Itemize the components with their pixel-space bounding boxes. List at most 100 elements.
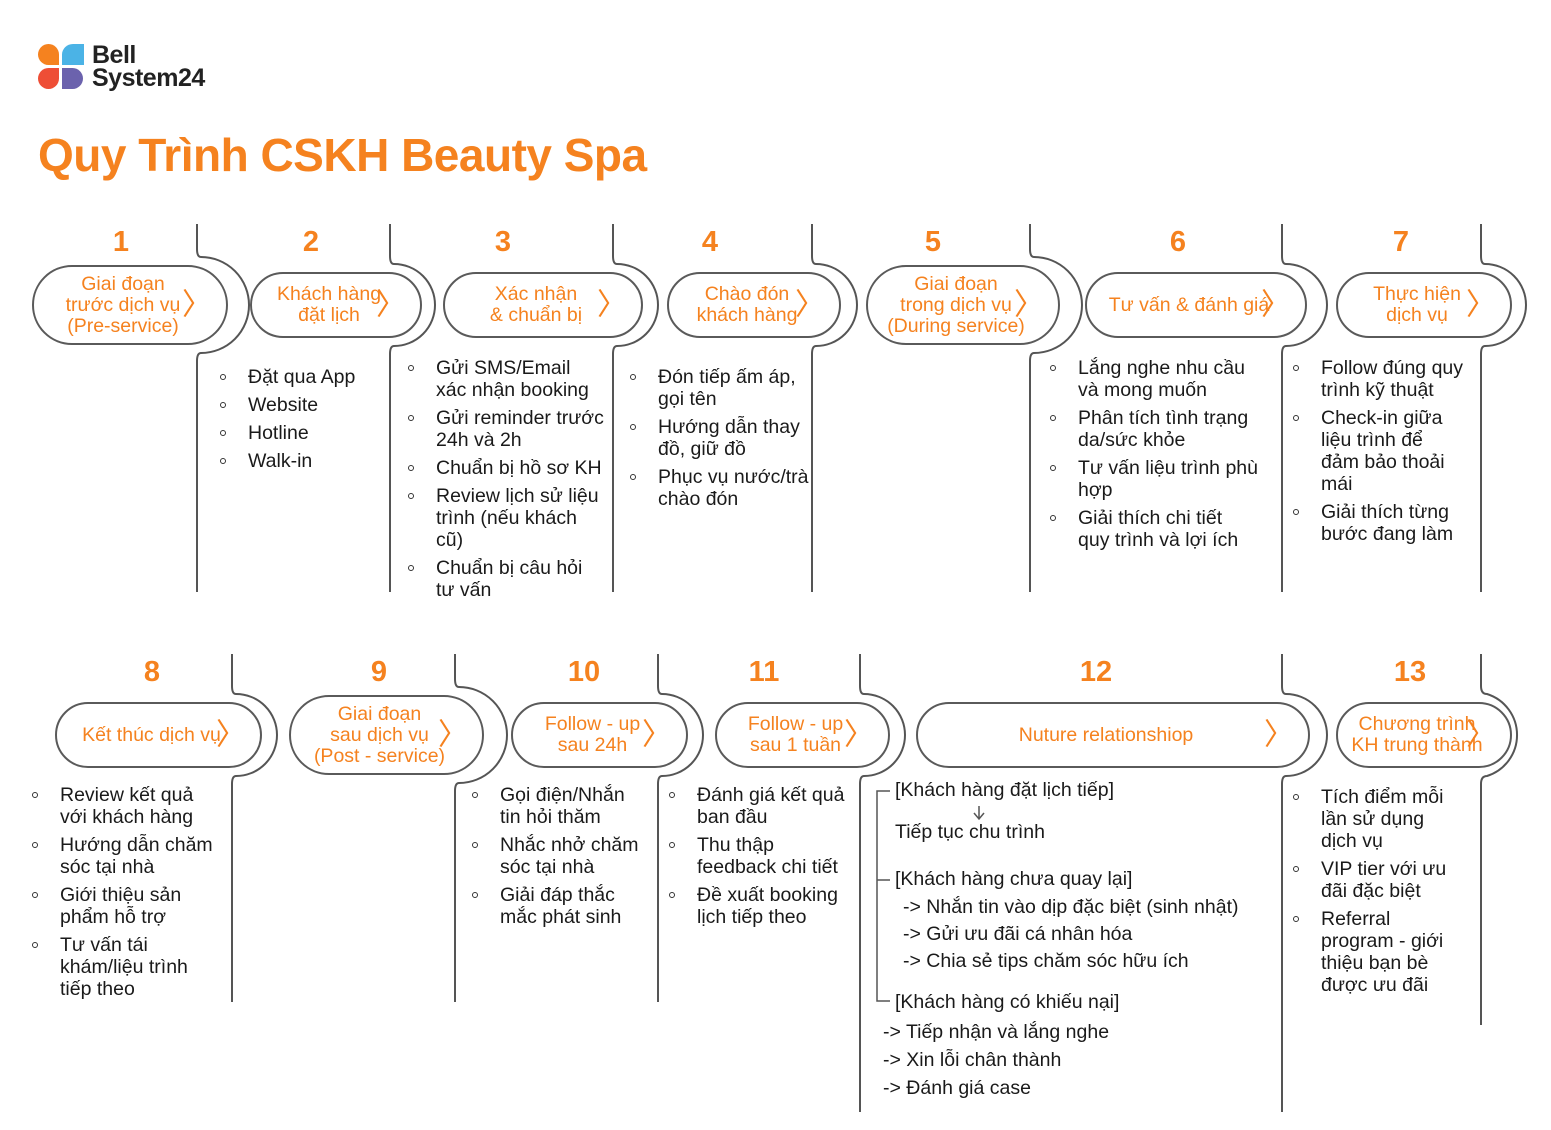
chevron-right-icon: 〉	[795, 288, 825, 322]
step-pill[interactable]: Nuture relationshiop〉	[916, 702, 1310, 768]
list-item: Giải thích chi tiết quy trình và lợi ích	[1050, 507, 1258, 551]
separator-line	[811, 224, 858, 592]
step-label: Giai đoạn trong dịch vụ (During service)	[887, 272, 1025, 337]
step-pill[interactable]: Khách hàng đặt lịch〉	[250, 272, 422, 338]
step-pill[interactable]: Chương trình KH trung thành〉	[1336, 702, 1512, 768]
step-number: 7	[1392, 226, 1410, 258]
list-item: Gọi điện/Nhắn tin hỏi thăm	[472, 784, 639, 828]
list-item: Check-in giữa liệu trình để đảm bảo thoả…	[1293, 407, 1463, 495]
list-item: Follow đúng quy trình kỹ thuật	[1293, 357, 1463, 401]
branch-item: -> Chia sẻ tips chăm sóc hữu ích	[903, 950, 1189, 972]
step-number: 2	[302, 226, 320, 258]
step-label: Khách hàng đặt lịch	[276, 283, 382, 326]
chevron-right-icon: 〉	[597, 288, 627, 322]
step-number: 13	[1393, 656, 1427, 688]
separator-line	[1480, 654, 1519, 1025]
branch-item: -> Nhắn tin vào dịp đặc biệt (sinh nhật)	[903, 896, 1239, 918]
list-item: Thu thập feedback chi tiết	[669, 834, 844, 878]
chevron-right-icon: 〉	[376, 288, 406, 322]
separator-line	[389, 224, 436, 592]
step-label: Nuture relationshiop	[1018, 723, 1194, 746]
separator-line	[231, 654, 278, 1002]
list-item: Referral program - giới thiệu bạn bè đượ…	[1293, 908, 1446, 996]
step-pill[interactable]: Follow - up sau 24h〉	[511, 702, 688, 768]
chevron-right-icon: 〉	[438, 718, 468, 752]
step-pill[interactable]: Chào đón khách hàng〉	[667, 272, 841, 338]
step-label: Kết thúc dịch vụ	[82, 723, 221, 746]
list-item: Chuẩn bị câu hỏi tư vấn	[408, 557, 604, 601]
list-item: Hướng dẫn thay đồ, giữ đồ	[630, 416, 809, 460]
step-pill[interactable]: Kết thúc dịch vụ〉	[55, 702, 262, 768]
branch-not-returned: [Khách hàng chưa quay lại]	[895, 868, 1133, 890]
step-label: Follow - up sau 1 tuần	[747, 713, 844, 756]
step-number: 12	[1079, 656, 1113, 688]
logo-line1: Bell	[92, 41, 136, 69]
chevron-right-icon: 〉	[1014, 288, 1044, 322]
chevron-right-icon: 〉	[216, 718, 246, 752]
list-item: Phục vụ nước/trà chào đón	[630, 466, 809, 510]
branch-item: -> Đánh giá case	[883, 1077, 1031, 1099]
chevron-right-icon: 〉	[1466, 288, 1496, 322]
list-item: Tư vấn liệu trình phù hợp	[1050, 457, 1258, 501]
list-item: Giới thiệu sản phẩm hỗ trợ	[32, 884, 213, 928]
step-label: Giai đoạn sau dịch vụ (Post - service)	[313, 702, 446, 767]
separator-line	[1281, 224, 1328, 592]
step-pill[interactable]: Thực hiện dịch vụ〉	[1336, 272, 1512, 338]
step-label: Xác nhận & chuẩn bị	[489, 283, 583, 326]
step-label: Thực hiện dịch vụ	[1373, 283, 1461, 326]
list-item: Nhắc nhở chăm sóc tại nhà	[472, 834, 639, 878]
chevron-right-icon: 〉	[182, 288, 212, 322]
step-label: Follow - up sau 24h	[544, 713, 641, 756]
separator-line	[196, 224, 250, 592]
list-item: Tư vấn tái khám/liệu trình tiếp theo	[32, 934, 213, 1000]
step-pill[interactable]: Giai đoạn trước dịch vụ (Pre-service)〉	[32, 265, 228, 345]
branch-item: -> Tiếp nhận và lắng nghe	[883, 1021, 1110, 1043]
logo-mark-icon	[38, 44, 84, 90]
list-item: Review lịch sử liệu trình (nếu khách cũ)	[408, 485, 604, 551]
logo-line2: System24	[92, 64, 205, 92]
step-pill[interactable]: Giai đoạn sau dịch vụ (Post - service)〉	[289, 695, 484, 775]
list-item: Review kết quả với khách hàng	[32, 784, 213, 828]
separator-line	[612, 224, 659, 592]
list-item: Đón tiếp ấm áp, gọi tên	[630, 366, 809, 410]
list-item: Gửi SMS/Email xác nhận booking	[408, 357, 604, 401]
chevron-right-icon: 〉	[1261, 288, 1291, 322]
step-pill[interactable]: Giai đoạn trong dịch vụ (During service)…	[866, 265, 1060, 345]
list-item: Đề xuất booking lịch tiếp theo	[669, 884, 844, 928]
step-pill[interactable]: Follow - up sau 1 tuần〉	[715, 702, 890, 768]
list-item: Phân tích tình trạng da/sức khỏe	[1050, 407, 1258, 451]
step-label: Tư vấn & đánh giá	[1108, 293, 1270, 316]
step-number: 8	[143, 656, 161, 688]
step-number: 1	[112, 226, 130, 258]
step-number: 3	[494, 226, 512, 258]
chevron-right-icon: 〉	[844, 718, 874, 752]
step-number: 4	[701, 226, 719, 258]
separator-line	[454, 654, 508, 1002]
step-number: 11	[748, 656, 780, 688]
list-item: Tích điểm mỗi lần sử dụng dịch vụ	[1293, 786, 1446, 852]
list-item: Đánh giá kết quả ban đầu	[669, 784, 844, 828]
step-number: 10	[567, 656, 601, 688]
branch-rebook-result: Tiếp tục chu trình	[895, 821, 1045, 843]
separator-line	[1029, 224, 1083, 592]
page-title: Quy Trình CSKH Beauty Spa	[38, 129, 647, 181]
step-label: Chào đón khách hàng	[696, 283, 798, 326]
list-item: VIP tier với ưu đãi đặc biệt	[1293, 858, 1446, 902]
list-item: Website	[220, 394, 355, 416]
list-item: Chuẩn bị hồ sơ KH	[408, 457, 604, 479]
step-number: 5	[924, 226, 942, 258]
step-pill[interactable]: Xác nhận & chuẩn bị 〉	[443, 272, 643, 338]
list-item: Giải đáp thắc mắc phát sinh	[472, 884, 639, 928]
step-pill[interactable]: Tư vấn & đánh giá〉	[1085, 272, 1307, 338]
